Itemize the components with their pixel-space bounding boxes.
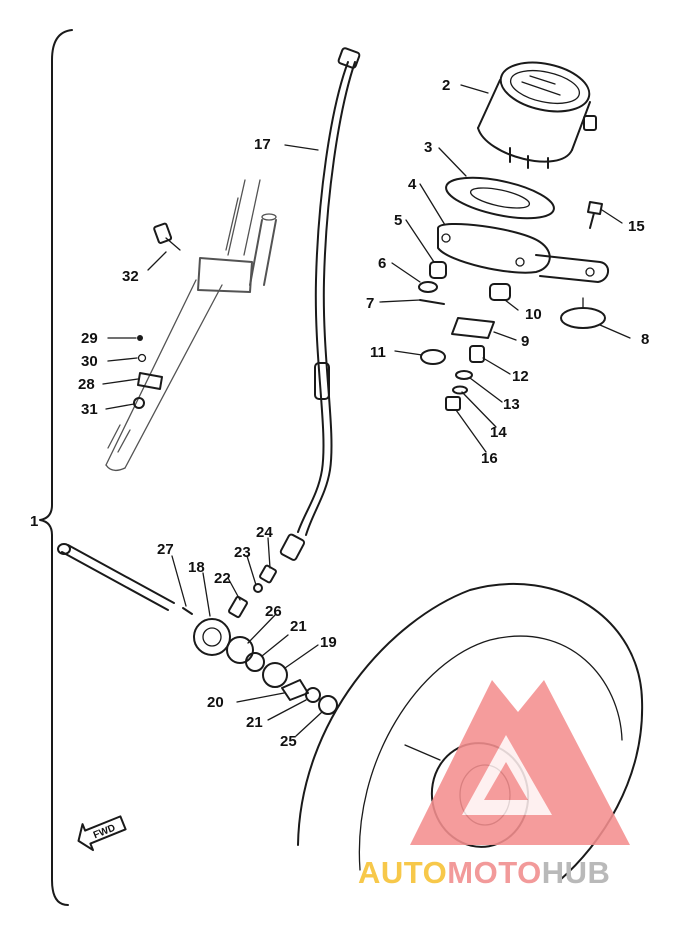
part-31-nut <box>133 397 145 409</box>
part-29-screw <box>137 335 143 341</box>
callout-30: 30 <box>81 353 98 370</box>
callout-18: 18 <box>188 559 205 576</box>
callout-21a: 21 <box>290 618 307 635</box>
assembly-label: 1 <box>30 513 38 530</box>
callout-10: 10 <box>525 306 542 323</box>
part-13-washer <box>455 370 473 380</box>
callout-3: 3 <box>424 139 432 156</box>
callout-26: 26 <box>265 603 282 620</box>
leader-lines <box>102 84 631 737</box>
part-18-gear-housing <box>193 618 231 656</box>
callout-labels: 1 2 3 4 5 6 7 8 9 10 11 12 13 14 15 16 1… <box>30 77 649 750</box>
callout-14: 14 <box>490 424 507 441</box>
callout-25: 25 <box>280 733 297 750</box>
callout-31: 31 <box>81 401 98 418</box>
part-32-bracket <box>153 222 181 251</box>
callout-19: 19 <box>320 634 337 651</box>
watermark-text: AUTOMOTOHUB <box>358 855 610 890</box>
callout-32: 32 <box>122 268 139 285</box>
part-14-washer <box>452 385 468 395</box>
callout-11: 11 <box>370 344 386 361</box>
callout-23: 23 <box>234 544 251 561</box>
part-21-washer-upper <box>245 652 265 672</box>
part-12-collar <box>469 345 485 363</box>
fwd-arrow: FWD <box>77 815 127 852</box>
part-21-washer-lower <box>305 687 321 703</box>
part-19-drive-gear <box>262 662 288 688</box>
callout-6: 6 <box>378 255 386 272</box>
callout-27: 27 <box>157 541 174 558</box>
part-30-washer <box>137 353 147 363</box>
part-3-gasket <box>445 176 555 220</box>
part-15-bolt <box>587 201 603 229</box>
callout-22: 22 <box>214 570 231 587</box>
callout-7: 7 <box>366 295 374 312</box>
callout-5: 5 <box>394 212 402 229</box>
callout-13: 13 <box>503 396 520 413</box>
callout-28: 28 <box>78 376 95 393</box>
callout-8: 8 <box>641 331 649 348</box>
part-4-bracket <box>437 222 609 283</box>
part-17-cable <box>279 47 361 561</box>
part-24-bushing <box>259 564 277 584</box>
assembly-bracket <box>39 29 73 906</box>
part-2-speedometer-head <box>477 61 597 169</box>
part-25-nut <box>318 695 338 715</box>
callout-4: 4 <box>408 176 417 193</box>
callout-15: 15 <box>628 218 645 235</box>
part-10-grommet <box>489 283 511 301</box>
part-26-oil-seal <box>226 636 254 664</box>
part-22-worm-gear <box>228 595 248 619</box>
part-7-screw <box>419 299 445 305</box>
callout-21b: 21 <box>246 714 263 731</box>
part-23-washer <box>253 583 263 593</box>
callout-24: 24 <box>256 524 273 541</box>
part-6-washer <box>418 281 438 293</box>
part-28-clamp <box>137 372 163 390</box>
callout-2: 2 <box>442 77 450 94</box>
part-27-pin <box>182 607 193 615</box>
callout-29: 29 <box>81 330 98 347</box>
part-9-plate <box>451 317 495 339</box>
watermark-logo-icon <box>410 680 630 845</box>
front-axle <box>57 543 175 611</box>
callout-16: 16 <box>481 450 498 467</box>
callout-12: 12 <box>512 368 529 385</box>
part-8-damper <box>560 307 606 329</box>
part-5-grommet <box>429 261 447 279</box>
callout-9: 9 <box>521 333 529 350</box>
front-fork <box>105 179 277 472</box>
part-11-grommet <box>420 349 446 365</box>
part-16-nut <box>445 396 461 411</box>
callout-20: 20 <box>207 694 224 711</box>
part-20-retainer <box>281 679 309 701</box>
callout-17: 17 <box>254 136 271 153</box>
